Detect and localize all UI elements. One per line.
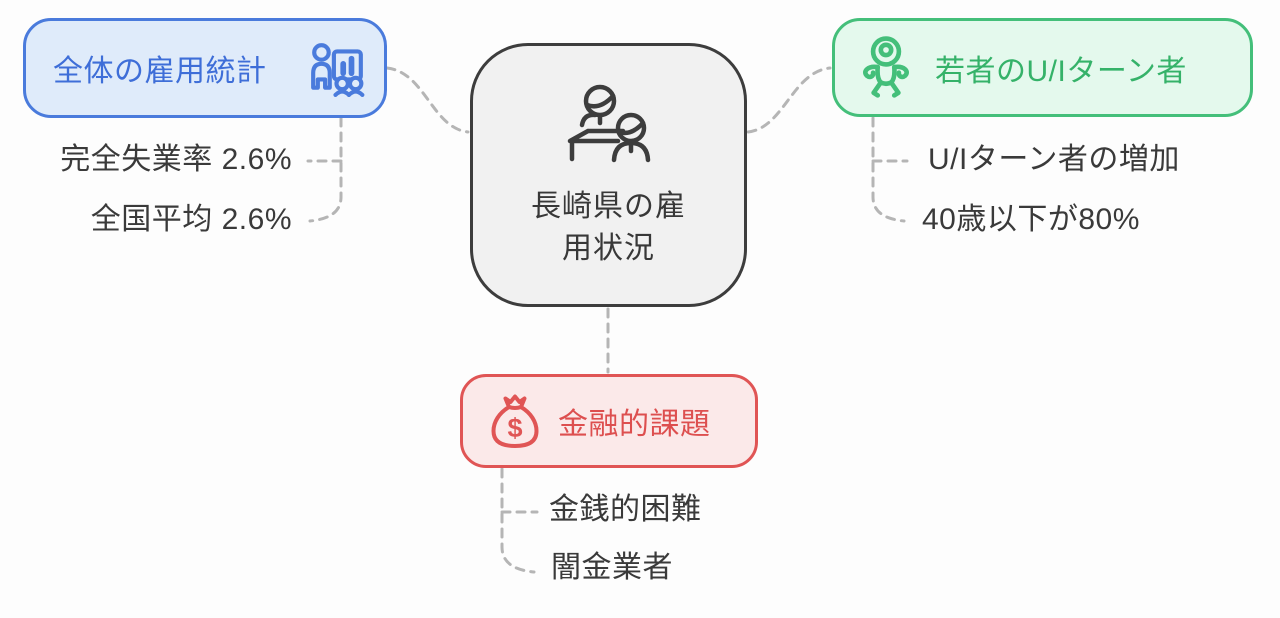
leaf-unemployment-rate: 完全失業率 2.6% (60, 143, 292, 176)
branch-title-ui-turn: 若者のU/Iターン者 (935, 54, 1187, 88)
connector-green-children-spine (871, 116, 906, 223)
leaf-loan-sharks: 闇金業者 (551, 551, 673, 584)
connector-center-to-green (746, 66, 832, 134)
leaf-ui-turn-increase: U/Iターン者の増加 (928, 143, 1180, 176)
center-node-employment-status: 長崎県の雇 用状況 (470, 43, 747, 307)
young-person-icon (863, 35, 909, 98)
presentation-chart-icon (311, 43, 365, 97)
leaf-under-40-percent: 40歳以下が80% (922, 203, 1140, 236)
branch-title-financial: 金融的課題 (558, 408, 711, 441)
dollar-sign: $ (507, 413, 522, 443)
connector-red-children-spine (500, 467, 536, 574)
branch-node-financial: $ 金融的課題 (460, 374, 758, 468)
leaf-monetary-difficulty: 金銭的困難 (549, 493, 702, 526)
leaf-national-average: 全国平均 2.6% (90, 203, 292, 236)
branch-node-ui-turn: 若者のU/Iターン者 (832, 18, 1253, 117)
money-bag-icon: $ (491, 394, 539, 448)
branch-node-employment-stats: 全体の雇用統計 (23, 18, 387, 118)
connector-blue-to-center (385, 66, 470, 134)
connector-blue-children-spine (308, 116, 343, 223)
branch-title-employment-stats: 全体の雇用統計 (53, 55, 267, 88)
center-node-title: 長崎県の雇 用状況 (531, 190, 686, 265)
two-people-at-desk-icon (567, 84, 650, 163)
